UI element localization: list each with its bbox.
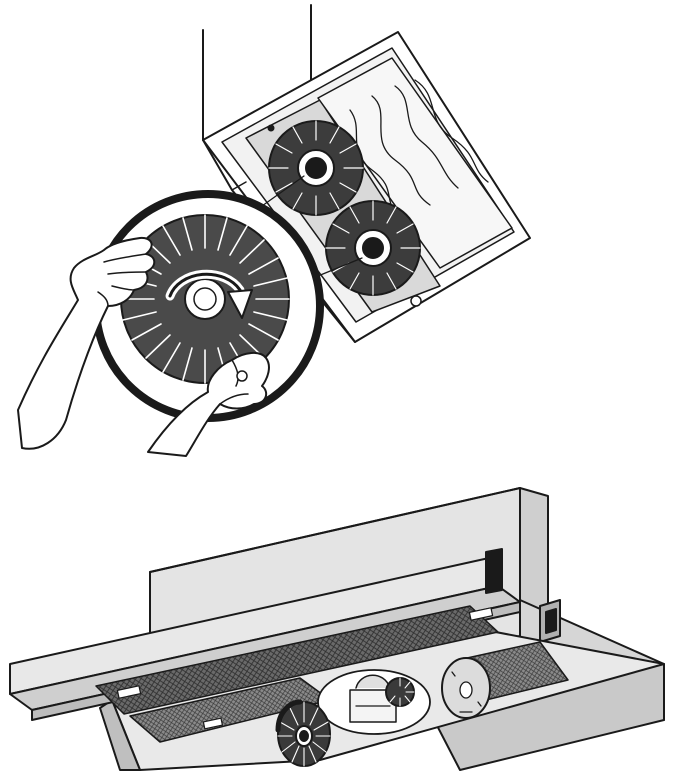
blower-icon [349, 674, 415, 723]
filter-clip [116, 685, 142, 699]
hood-bottom-tray [99, 625, 665, 771]
carbon-filter-front [275, 699, 331, 767]
screw-icon [410, 295, 422, 307]
filter-clip [202, 717, 224, 730]
hood-underside [202, 31, 531, 343]
hand-right [147, 352, 270, 457]
magnified-view [92, 190, 324, 422]
mounted-carbon-filter-upper [268, 120, 364, 216]
screw-icon [267, 124, 275, 132]
carbon-filter-large [120, 214, 290, 384]
callout-line [317, 257, 363, 277]
filter-clip [468, 607, 494, 621]
rotation-arrow-icon [165, 269, 253, 319]
carbon-filter-back [441, 657, 491, 719]
hood-overview [9, 487, 665, 771]
hand-left [17, 236, 156, 450]
filter-installation-detail [17, 4, 531, 457]
callout-line [261, 175, 305, 207]
grease-filter-main [95, 605, 499, 715]
mounted-carbon-filter-lower [325, 200, 421, 296]
telescopic-front-panel [9, 548, 521, 730]
